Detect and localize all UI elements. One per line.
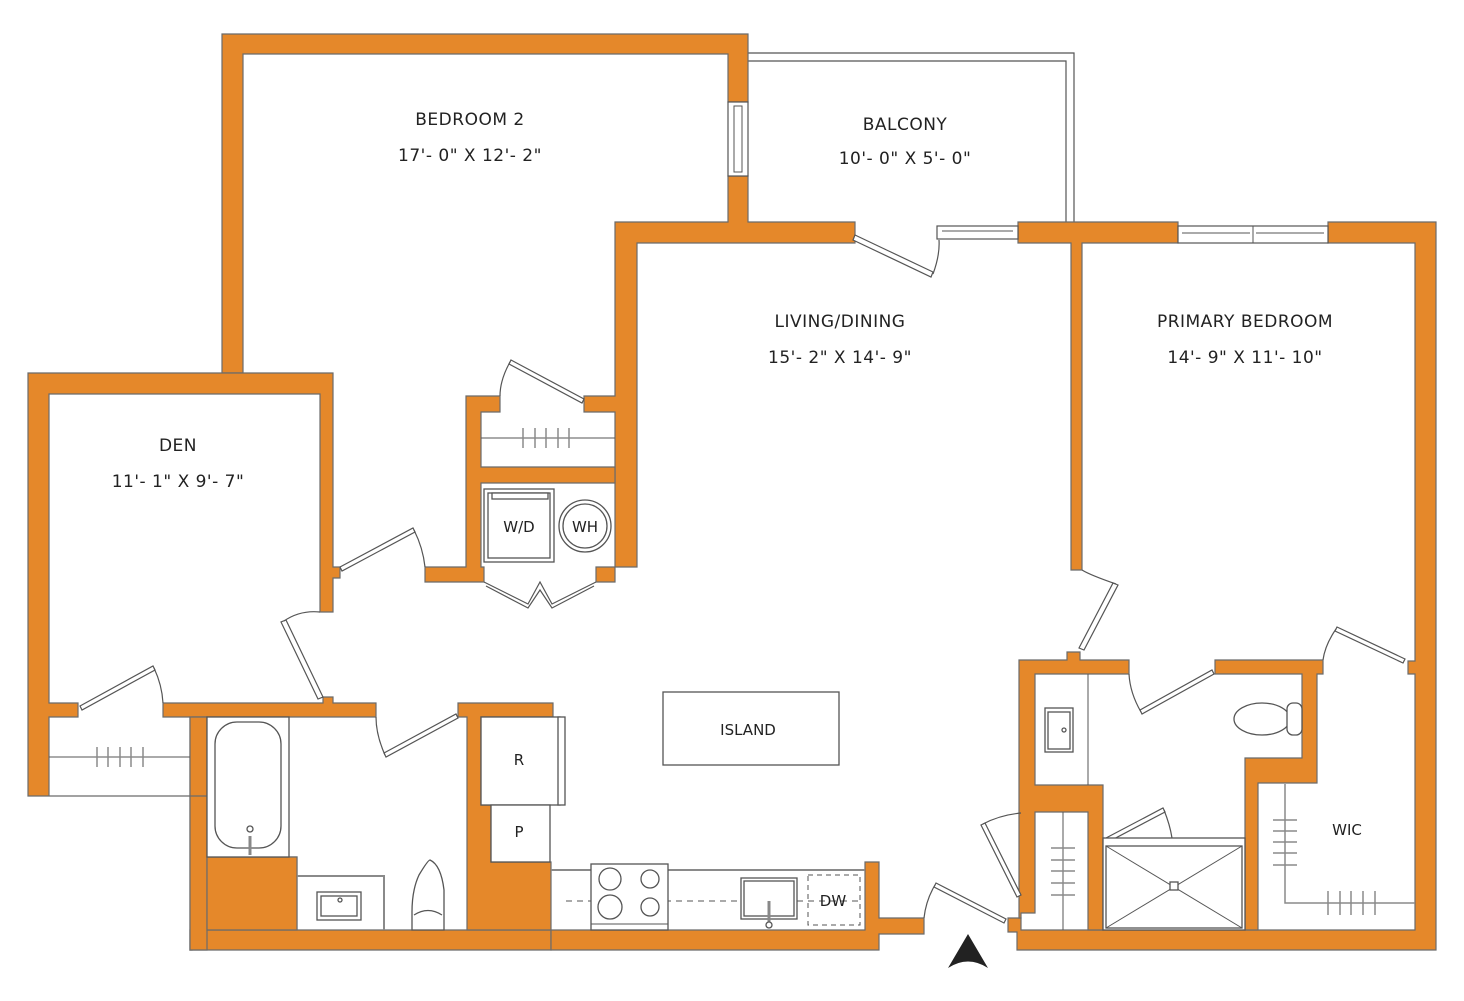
vanity [297, 875, 385, 930]
north-arrow-icon [948, 934, 988, 968]
bathtub [206, 716, 290, 858]
water-heater [558, 499, 612, 553]
label-water-heater: WH [572, 518, 598, 536]
shower [1102, 837, 1246, 931]
windows [727, 101, 1329, 244]
room-dims-bedroom-2: 17'- 0" X 12'- 2" [398, 146, 542, 166]
primary-vanity [1044, 674, 1089, 785]
washer-dryer [483, 488, 555, 563]
closet-rods [49, 428, 1415, 930]
dishwasher [807, 874, 861, 926]
room-name-living-dining: LIVING/DINING [775, 312, 906, 332]
kitchen-sink [740, 877, 798, 929]
label-refrigerator: R [514, 751, 524, 769]
room-name-balcony: BALCONY [863, 115, 948, 135]
primary-toilet [1233, 702, 1303, 736]
room-name-bedroom-2: BEDROOM 2 [415, 110, 524, 130]
toilet [411, 859, 445, 931]
room-dims-living-dining: 15'- 2" X 14'- 9" [768, 348, 912, 368]
room-dims-balcony: 10'- 0" X 5'- 0" [839, 149, 972, 169]
room-name-den: DEN [159, 436, 197, 456]
pantry [490, 804, 551, 863]
island [662, 691, 840, 766]
balcony-railing [748, 52, 1075, 222]
range [590, 863, 669, 931]
room-dims-den: 11'- 1" X 9'- 7" [112, 472, 245, 492]
room-name-primary-bedroom: PRIMARY BEDROOM [1157, 312, 1333, 332]
refrigerator [480, 716, 566, 806]
label-island: ISLAND [720, 721, 776, 739]
label-pantry: P [514, 823, 523, 841]
walls [27, 33, 1437, 951]
room-dims-primary-bedroom: 14'- 9" X 11'- 10" [1167, 348, 1322, 368]
label-dishwasher: DW [820, 892, 847, 910]
doors [79, 234, 1406, 924]
label-walk-in-closet: WIC [1332, 821, 1362, 839]
label-washer-dryer: W/D [503, 518, 534, 536]
